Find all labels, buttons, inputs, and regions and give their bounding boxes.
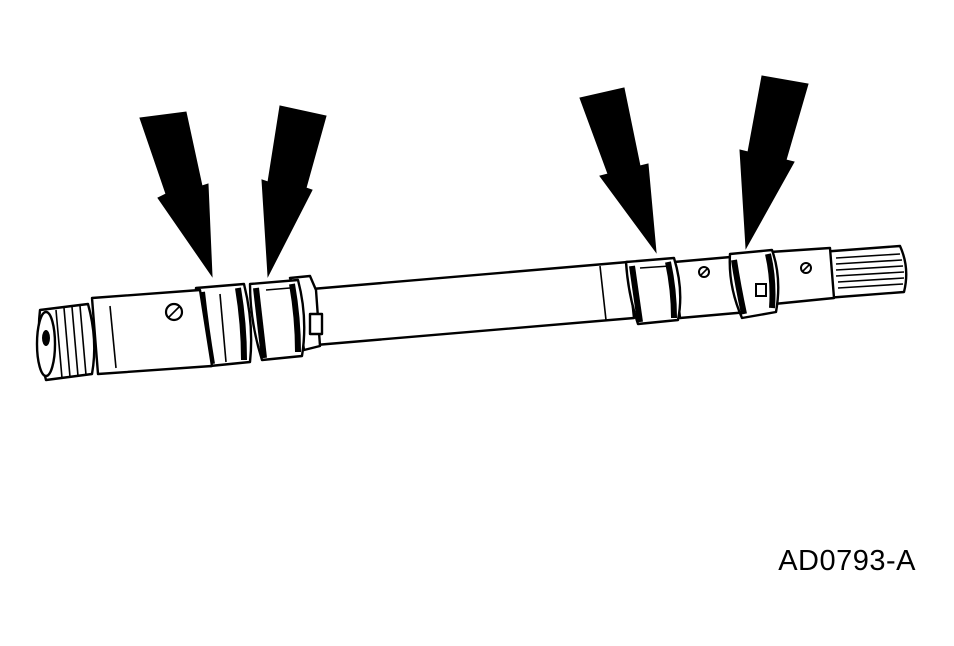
seal-ring-3 [624,256,682,326]
seal-ring-4 [728,248,780,320]
shaft-left-body [90,288,214,376]
shaft [35,244,908,382]
arrow-3 [579,87,657,254]
arrows [139,75,809,278]
shaft-right-body [768,246,836,306]
shaft-middle-tube [298,260,636,348]
arrow-2 [261,105,327,278]
knurl-lines [55,305,87,379]
arrow-4 [739,75,809,250]
arrow-1 [139,111,213,278]
part-code-label: AD0793-A [778,545,916,577]
seal-ring-2 [248,278,306,362]
spline-lines [835,253,905,289]
